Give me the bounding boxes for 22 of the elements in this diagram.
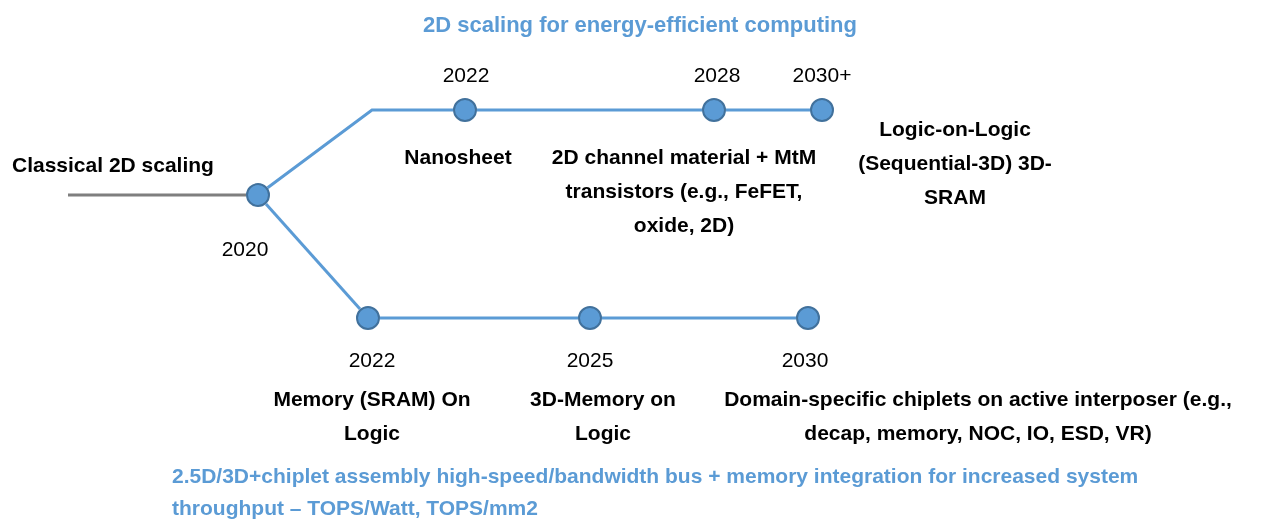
year-label: 2022 xyxy=(347,347,397,373)
year-label: 2020 xyxy=(220,236,270,262)
timeline-line xyxy=(266,108,453,190)
heading: 2D scaling for energy-efficient computing xyxy=(422,11,858,39)
year-label: 2028 xyxy=(692,62,742,88)
year-label: 2030 xyxy=(780,347,830,373)
year-label: 2030+ xyxy=(791,62,853,88)
timeline-line xyxy=(726,108,810,112)
timeline-line xyxy=(68,193,246,197)
milestone-description: Domain-specific chiplets on active interposer (e.g., decap, memory, NOC, IO, ESD, VR) xyxy=(723,386,1233,446)
start-label: Classical 2D scaling xyxy=(12,152,215,178)
milestone-description: 2D channel material + MtM transistors (e.g., FeFET, oxide, 2D) xyxy=(550,144,818,238)
timeline-line xyxy=(380,316,578,320)
milestone-description: Nanosheet xyxy=(403,144,513,170)
milestone-description: 3D-Memory on Logic xyxy=(529,386,677,446)
note-text: 2.5D/3D+chiplet assembly high-speed/bandwidth bus + memory integration for increased system throughput – TOPS/Watt, TOPS/mm2 xyxy=(172,463,1140,521)
timeline-line xyxy=(477,108,702,112)
year-label: 2022 xyxy=(441,62,491,88)
milestone-description: Memory (SRAM) On Logic xyxy=(272,386,472,446)
timeline-line xyxy=(602,316,796,320)
milestone-description: Logic-on-Logic (Sequential-3D) 3D-SRAM xyxy=(857,116,1053,210)
year-label: 2025 xyxy=(565,347,615,373)
